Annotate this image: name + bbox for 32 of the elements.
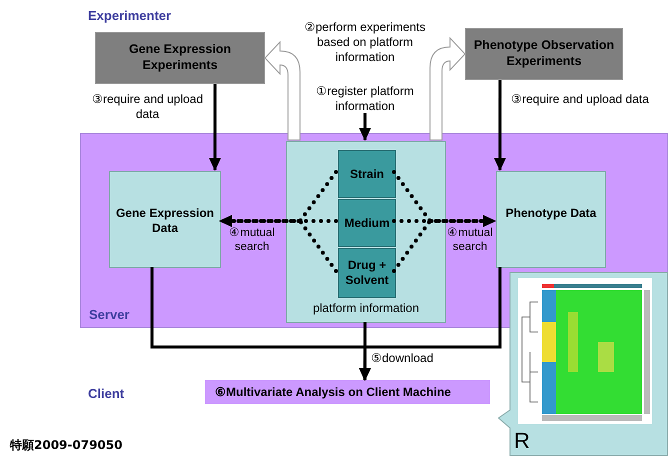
platform-cell: Medium — [338, 199, 396, 247]
arrow — [358, 267, 502, 381]
section-label: Client — [88, 386, 126, 402]
block-arrow — [264, 42, 300, 140]
edge-label: ③require and upload data — [510, 92, 650, 107]
experiment-box: Gene Expression Experiments — [95, 32, 265, 84]
section-label: Experimenter — [88, 8, 172, 24]
data-box: Gene Expression Data — [109, 171, 221, 268]
platform-cell: Strain — [338, 150, 396, 198]
arrow — [494, 80, 506, 171]
analysis-box: ⑥Multivariate Analysis on Client Machine — [205, 380, 490, 404]
edge-label: ①register platform information — [315, 84, 415, 114]
platform-box — [286, 141, 446, 323]
arrow — [359, 113, 371, 141]
application-number: 特願2009-079050 — [10, 438, 124, 453]
edge-label: ④mutual search — [228, 226, 276, 255]
edge-label: ③require and upload data — [90, 92, 204, 122]
edge-label: ⑤download — [371, 351, 434, 366]
band-label: Server — [89, 306, 130, 323]
server-band — [80, 133, 668, 328]
arrow — [208, 84, 221, 171]
data-box: Phenotype Data — [496, 171, 606, 268]
speech-callout — [498, 272, 668, 456]
note-text: ②perform experiments based on platform information — [303, 20, 427, 65]
box-caption: platform information — [312, 301, 420, 316]
experiment-box: Phenotype Observation Experiments — [465, 28, 623, 80]
block-arrow — [430, 38, 466, 140]
platform-cell: Drug + Solvent — [338, 248, 396, 298]
caption-text: R — [514, 426, 530, 454]
edge-label: ④mutual search — [446, 226, 494, 255]
dotted-arrow — [392, 215, 497, 273]
dotted-arrow — [218, 215, 338, 273]
